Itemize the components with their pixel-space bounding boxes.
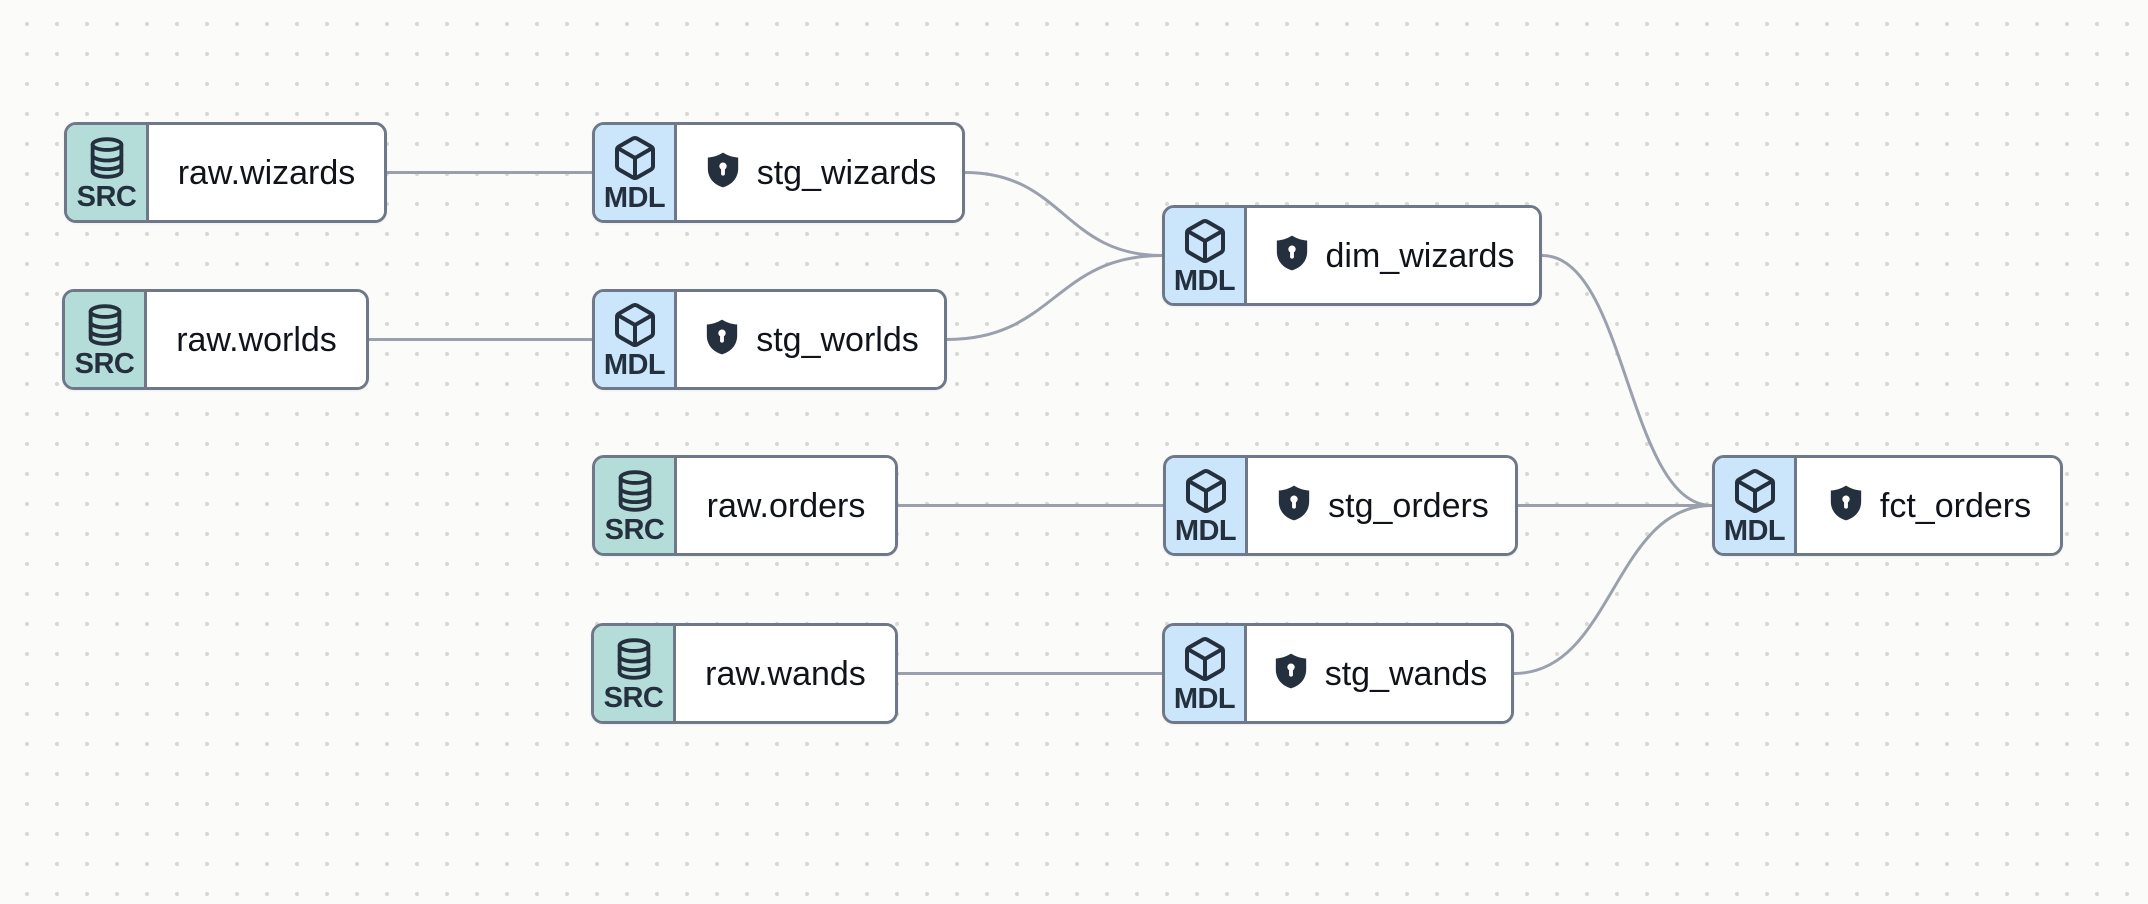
lineage-node-stg-wands[interactable]: MDL stg_wands bbox=[1162, 623, 1514, 724]
node-body: raw.wands bbox=[676, 626, 895, 721]
node-body: dim_wizards bbox=[1247, 208, 1539, 303]
box-icon bbox=[1731, 467, 1779, 515]
node-type-label: SRC bbox=[76, 181, 137, 213]
node-type-label: MDL bbox=[603, 182, 666, 214]
box-icon bbox=[1182, 467, 1230, 515]
node-body: raw.wizards bbox=[149, 125, 384, 220]
node-type-label: MDL bbox=[1173, 265, 1236, 297]
lineage-node-fct-orders[interactable]: MDL fct_orders bbox=[1712, 455, 2063, 556]
node-label: raw.worlds bbox=[176, 320, 337, 359]
node-body: raw.orders bbox=[677, 458, 895, 553]
shield-lock-icon bbox=[702, 316, 742, 363]
database-icon bbox=[612, 468, 658, 514]
edge-stg_wands-to-fct_orders bbox=[1512, 504, 1714, 675]
node-type-badge: MDL bbox=[1715, 458, 1797, 553]
lineage-node-stg-orders[interactable]: MDL stg_orders bbox=[1163, 455, 1518, 556]
box-icon bbox=[1181, 635, 1229, 683]
node-type-badge: SRC bbox=[595, 458, 677, 553]
edge-dim_wizards-to-fct_orders bbox=[1540, 254, 1714, 507]
edge-stg_wizards-to-dim_wizards bbox=[963, 171, 1164, 257]
edge-stg_worlds-to-dim_wizards bbox=[945, 254, 1164, 341]
lineage-node-raw-orders[interactable]: SRC raw.orders bbox=[592, 455, 898, 556]
node-label: stg_worlds bbox=[756, 320, 919, 359]
node-type-badge: SRC bbox=[65, 292, 147, 387]
box-icon bbox=[611, 301, 659, 349]
lineage-node-dim-wizards[interactable]: MDL dim_wizards bbox=[1162, 205, 1542, 306]
node-label: raw.wizards bbox=[177, 153, 356, 192]
node-body: raw.worlds bbox=[147, 292, 366, 387]
node-label: raw.wands bbox=[705, 654, 866, 693]
node-body: stg_wands bbox=[1247, 626, 1511, 721]
node-type-label: SRC bbox=[604, 514, 665, 546]
node-type-badge: MDL bbox=[595, 292, 677, 387]
node-body: stg_orders bbox=[1248, 458, 1515, 553]
node-type-badge: MDL bbox=[1165, 208, 1247, 303]
node-type-label: SRC bbox=[603, 682, 664, 714]
shield-lock-icon bbox=[1826, 482, 1866, 529]
database-icon bbox=[84, 135, 130, 181]
box-icon bbox=[1181, 217, 1229, 265]
node-label: stg_wands bbox=[1324, 654, 1488, 693]
node-type-badge: MDL bbox=[1166, 458, 1248, 553]
node-body: stg_wizards bbox=[677, 125, 962, 220]
node-type-label: MDL bbox=[1723, 515, 1786, 547]
shield-lock-icon bbox=[1272, 232, 1312, 279]
node-type-badge: SRC bbox=[67, 125, 149, 220]
node-label: fct_orders bbox=[1879, 486, 2032, 525]
lineage-node-raw-wands[interactable]: SRC raw.wands bbox=[591, 623, 898, 724]
node-type-badge: MDL bbox=[1165, 626, 1247, 721]
box-icon bbox=[611, 134, 659, 182]
node-type-label: SRC bbox=[74, 348, 135, 380]
node-body: fct_orders bbox=[1797, 458, 2060, 553]
node-type-badge: SRC bbox=[594, 626, 676, 721]
lineage-node-stg-worlds[interactable]: MDL stg_worlds bbox=[592, 289, 947, 390]
shield-lock-icon bbox=[703, 149, 743, 196]
shield-lock-icon bbox=[1274, 482, 1314, 529]
lineage-node-raw-worlds[interactable]: SRC raw.worlds bbox=[62, 289, 369, 390]
database-icon bbox=[611, 636, 657, 682]
lineage-node-stg-wizards[interactable]: MDL stg_wizards bbox=[592, 122, 965, 223]
node-label: dim_wizards bbox=[1325, 236, 1515, 275]
node-type-badge: MDL bbox=[595, 125, 677, 220]
node-label: raw.orders bbox=[706, 486, 866, 525]
node-type-label: MDL bbox=[1173, 683, 1236, 715]
database-icon bbox=[82, 302, 128, 348]
node-label: stg_orders bbox=[1328, 486, 1489, 525]
shield-lock-icon bbox=[1271, 650, 1311, 697]
node-type-label: MDL bbox=[603, 349, 666, 381]
node-body: stg_worlds bbox=[677, 292, 944, 387]
node-label: stg_wizards bbox=[756, 153, 937, 192]
node-type-label: MDL bbox=[1174, 515, 1237, 547]
lineage-node-raw-wizards[interactable]: SRC raw.wizards bbox=[64, 122, 387, 223]
